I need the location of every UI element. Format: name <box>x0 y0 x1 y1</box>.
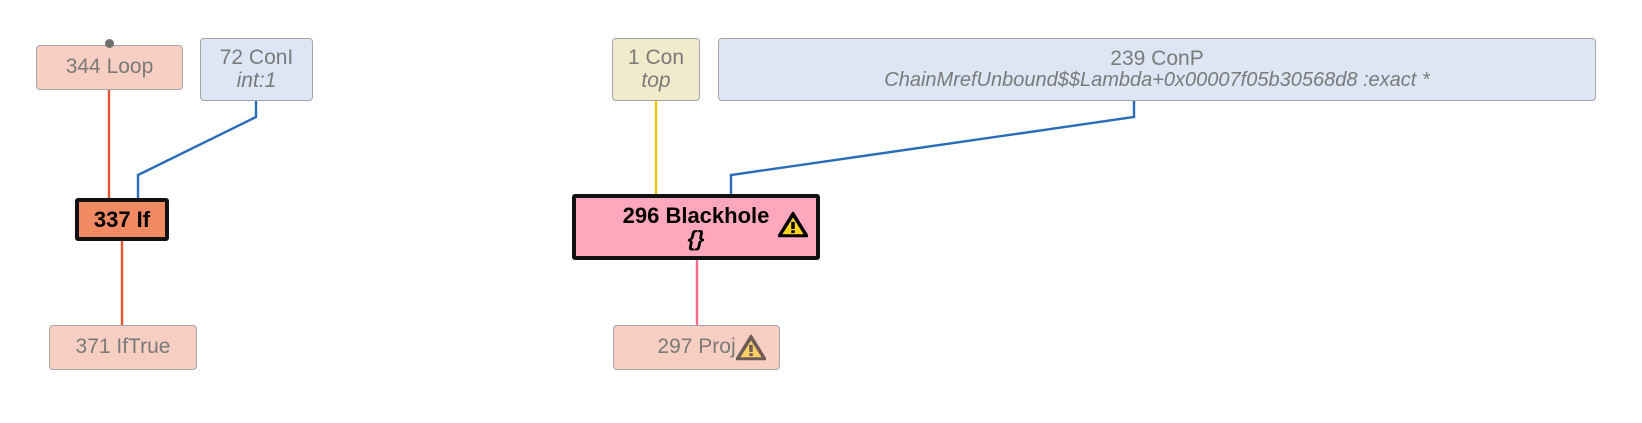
warning-triangle-icon <box>778 211 808 238</box>
node-label-primary: 297 Proj <box>657 335 736 359</box>
graph-edge <box>729 101 1136 194</box>
node-label-secondary: top <box>641 68 671 92</box>
node-label-secondary: ChainMrefUnbound$$Lambda+0x00007f05b3056… <box>884 69 1430 92</box>
node-label-primary: 1 Con <box>627 46 685 70</box>
node-label-secondary: {} <box>687 226 705 251</box>
node-label-primary: 344 Loop <box>65 55 154 79</box>
node-label-primary: 72 ConI <box>219 46 294 70</box>
node-label-primary: 371 IfTrue <box>75 335 171 359</box>
node-label-primary: 337 If <box>93 206 151 232</box>
graph-node-344[interactable]: 344 Loop <box>36 45 183 90</box>
warning-triangle-icon <box>736 334 766 361</box>
node-label-secondary: int:1 <box>236 68 277 92</box>
node-label-primary: 239 ConP <box>1110 46 1204 70</box>
graph-node-337[interactable]: 337 If <box>75 198 169 241</box>
node-label-primary: 296 Blackhole <box>622 202 770 228</box>
graph-edge <box>136 101 258 198</box>
node-anchor-dot <box>105 39 114 48</box>
graph-node-371[interactable]: 371 IfTrue <box>49 325 197 370</box>
graph-node-296[interactable]: 296 Blackhole{} <box>572 194 820 260</box>
